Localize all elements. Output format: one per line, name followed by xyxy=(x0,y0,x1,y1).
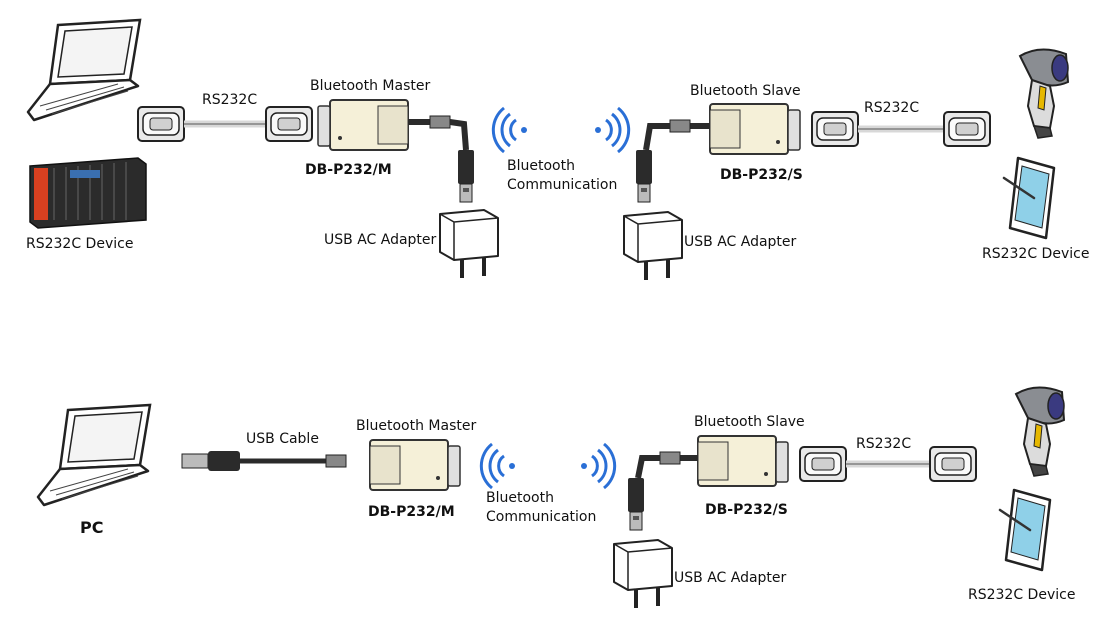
barcode-scanner-icon xyxy=(1015,386,1065,477)
adapter-right-label: USB AC Adapter xyxy=(684,234,797,250)
slave-title: Bluetooth Slave xyxy=(694,414,805,430)
bottom-row: PC USB Cable Bluetooth Master DB-P232/M … xyxy=(36,386,1075,609)
rs232c-cable-label: RS232C xyxy=(864,100,919,116)
usb-plug-icon xyxy=(457,149,475,203)
usb-plug-icon xyxy=(627,477,645,531)
bluetooth-module-icon xyxy=(709,103,801,155)
bluetooth-signal-icon xyxy=(593,106,631,154)
comm-label-line1: Bluetooth xyxy=(507,158,575,174)
bluetooth-signal-icon xyxy=(479,442,517,490)
slave-model: DB-P232/S xyxy=(720,167,803,183)
bluetooth-module-icon xyxy=(369,439,461,491)
right-device-label: RS232C Device xyxy=(968,587,1075,603)
laptop-icon xyxy=(36,403,152,507)
bluetooth-module-icon xyxy=(697,435,789,487)
right-device-label: RS232C Device xyxy=(982,246,1089,262)
bluetooth-signal-icon xyxy=(579,442,617,490)
usb-cable-label: USB Cable xyxy=(246,431,319,447)
left-device-label: PC xyxy=(80,518,103,537)
db9-connector-left xyxy=(137,106,185,142)
comm-label-line2: Communication xyxy=(507,177,617,193)
usb-ac-adapter-icon xyxy=(439,209,499,279)
master-title: Bluetooth Master xyxy=(356,418,476,434)
top-row: RS232C Device RS232C Bluetooth Master DB… xyxy=(26,18,1089,281)
laptop-icon xyxy=(26,18,142,122)
barcode-scanner-icon xyxy=(1019,48,1069,139)
db9-connector-right xyxy=(943,111,991,147)
adapter-left-label: USB AC Adapter xyxy=(324,232,437,248)
db9-connector-left xyxy=(799,446,847,482)
db9-connector-right xyxy=(265,106,313,142)
rs232c-cable-label: RS232C xyxy=(202,92,257,108)
bluetooth-signal-icon xyxy=(491,106,529,154)
db9-connector-right xyxy=(929,446,977,482)
slave-title: Bluetooth Slave xyxy=(690,83,801,99)
db9-connector-left xyxy=(811,111,859,147)
bluetooth-module-icon xyxy=(317,99,409,151)
usb-ac-adapter-icon xyxy=(623,211,683,281)
slave-model: DB-P232/S xyxy=(705,502,788,518)
usb-plug-icon xyxy=(635,149,653,203)
comm-label-line1: Bluetooth xyxy=(486,490,554,506)
rs232c-cable-label: RS232C xyxy=(856,436,911,452)
left-device-label: RS232C Device xyxy=(26,236,133,252)
comm-label-line2: Communication xyxy=(486,509,596,525)
adapter-label: USB AC Adapter xyxy=(674,570,787,586)
tablet-icon xyxy=(1002,156,1056,240)
usb-ac-adapter-icon xyxy=(613,539,673,609)
master-model: DB-P232/M xyxy=(368,504,455,520)
master-model: DB-P232/M xyxy=(305,162,392,178)
plc-device-icon xyxy=(29,157,147,229)
tablet-icon xyxy=(998,488,1052,572)
master-title: Bluetooth Master xyxy=(310,78,430,94)
